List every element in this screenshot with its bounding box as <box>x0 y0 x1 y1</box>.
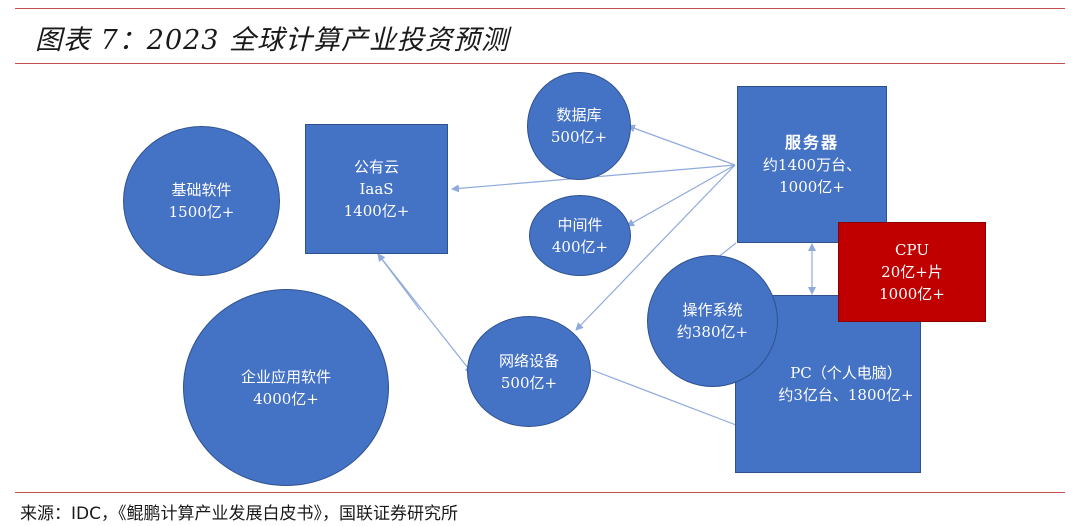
node-label: 服务器 <box>784 132 839 152</box>
node-label: 公有云 <box>353 158 399 176</box>
node-line2: 20亿+片 <box>881 263 943 281</box>
node-middleware: 中间件 400亿+ <box>529 195 631 276</box>
node-public-cloud: 公有云 IaaS 1400亿+ <box>305 124 448 254</box>
arrow-public-cloud-to-network <box>377 253 473 374</box>
node-value: 400亿+ <box>551 237 609 256</box>
arrow-server-to-middleware <box>626 164 736 227</box>
arrow-server-to-database <box>627 124 736 166</box>
title-rule <box>15 63 1065 64</box>
node-label: 基础软件 <box>171 181 232 199</box>
node-value: 1400亿+ <box>343 202 410 220</box>
link-network-to-pc <box>591 369 737 426</box>
node-label: 操作系统 <box>682 301 743 319</box>
node-label: 数据库 <box>556 106 602 124</box>
figure-title: 图表 7：2023 全球计算产业投资预测 <box>35 25 510 56</box>
node-database: 数据库 500亿+ <box>527 72 631 180</box>
node-value: 500亿+ <box>500 373 558 392</box>
node-value: 4000亿+ <box>253 389 319 408</box>
bottom-rule <box>15 492 1065 493</box>
top-rule <box>15 8 1065 9</box>
node-label: PC（个人电脑） <box>790 364 902 382</box>
node-value: 500亿+ <box>550 128 608 146</box>
node-cpu: CPU 20亿+片 1000亿+ <box>838 222 986 322</box>
node-basic-software: 基础软件 1500亿+ <box>123 126 280 276</box>
node-network-device: 网络设备 500亿+ <box>467 316 591 427</box>
node-line3: 1000亿+ <box>779 177 845 196</box>
node-label: CPU <box>895 241 929 259</box>
node-server: 服务器 约1400万台、 1000亿+ <box>737 86 887 243</box>
node-sublabel: IaaS <box>359 180 394 198</box>
node-enterprise-software: 企业应用软件 4000亿+ <box>183 289 389 486</box>
source-note: 来源：IDC，《鲲鹏计算产业发展白皮书》，国联证券研究所 <box>20 504 458 524</box>
node-value: 约3亿台、1800亿+ <box>778 386 914 404</box>
node-operating-system: 操作系统 约380亿+ <box>647 255 778 387</box>
arrow-server-to-network <box>575 164 736 331</box>
node-label: 企业应用软件 <box>240 367 331 386</box>
node-line2: 约1400万台、 <box>762 155 862 174</box>
node-value: 约380亿+ <box>676 323 749 341</box>
node-label: 网络设备 <box>498 351 559 370</box>
node-line3: 1000亿+ <box>879 285 945 303</box>
node-label: 中间件 <box>557 215 603 234</box>
node-value: 1500亿+ <box>168 203 235 221</box>
